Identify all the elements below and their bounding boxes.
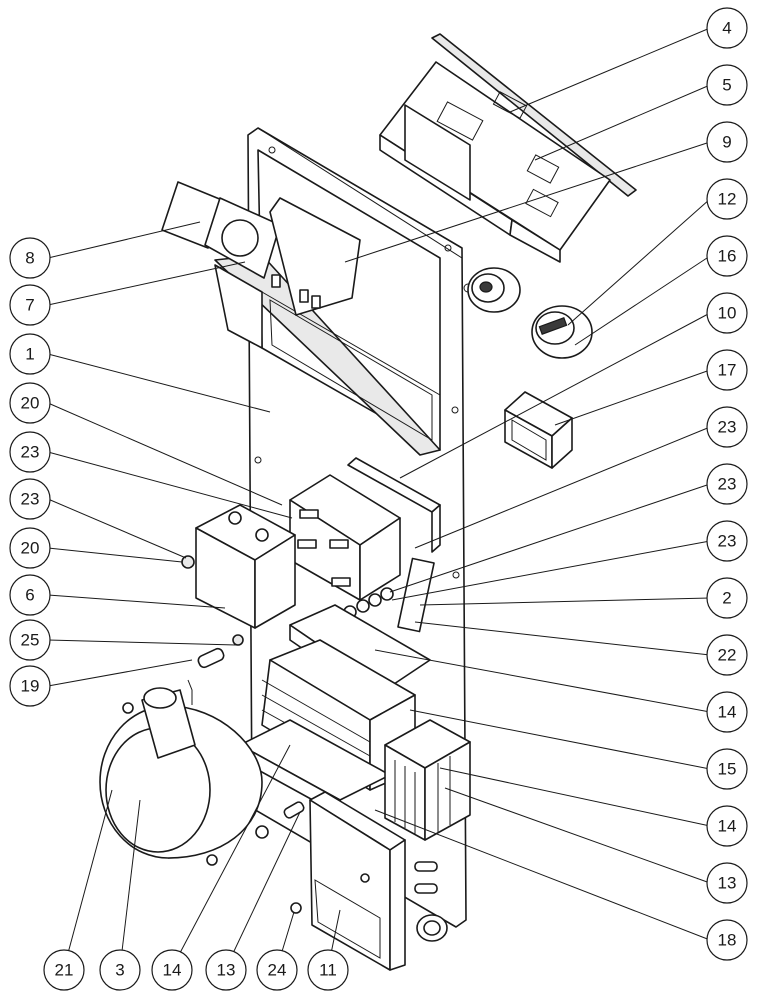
callout-label: 23: [718, 418, 737, 437]
callout: 8: [9, 237, 51, 279]
washers: [343, 557, 435, 633]
callout: 7: [9, 284, 51, 326]
callouts: 4 5 9 12 16 10 17 23: [9, 7, 748, 991]
terminal-block: [384, 719, 471, 841]
callout-label: 23: [718, 532, 737, 551]
callout: 5: [706, 64, 748, 106]
callout: 17: [706, 349, 748, 391]
callout-label: 23: [21, 443, 40, 462]
callout-label: 11: [319, 961, 337, 980]
connector-7-8: [161, 181, 361, 316]
callout: 3: [99, 949, 141, 991]
callout: 22: [706, 634, 748, 676]
callout-label: 17: [718, 361, 737, 380]
callout-label: 23: [21, 490, 40, 509]
callout-label: 23: [718, 475, 737, 494]
callout: 21: [43, 949, 85, 991]
callout-label: 13: [217, 961, 236, 980]
callout-label: 8: [25, 249, 34, 268]
fan-motor: [99, 679, 269, 866]
callout: 6: [9, 574, 51, 616]
callout: 20: [9, 527, 51, 569]
callout-label: 20: [21, 394, 40, 413]
callout-label: 5: [722, 76, 731, 95]
callout-label: 14: [163, 961, 182, 980]
lower-enclosure: [309, 791, 448, 971]
callout-label: 10: [718, 304, 737, 323]
callout-label: 16: [718, 247, 737, 266]
callout-label: 9: [722, 133, 731, 152]
callout: 24: [256, 949, 298, 991]
callout: 19: [9, 665, 51, 707]
knob-12: [531, 305, 593, 359]
callout: 10: [706, 292, 748, 334]
callout: 23: [706, 406, 748, 448]
callout-label: 14: [718, 817, 737, 836]
knob-9: [467, 267, 521, 313]
callout: 23: [706, 463, 748, 505]
callout: 14: [706, 691, 748, 733]
contactor: [289, 474, 401, 601]
callout-label: 3: [115, 961, 124, 980]
callout-label: 25: [21, 631, 40, 650]
callout-label: 21: [55, 961, 74, 980]
callout: 9: [706, 121, 748, 163]
display-module: [379, 33, 637, 263]
callout: 20: [9, 382, 51, 424]
callout-label: 7: [25, 296, 34, 315]
callout-label: 4: [722, 19, 731, 38]
callout-label: 24: [268, 961, 287, 980]
callout: 23: [9, 478, 51, 520]
callout: 16: [706, 235, 748, 277]
callout: 14: [706, 805, 748, 847]
callout-label: 2: [722, 589, 731, 608]
callout-label: 14: [718, 703, 737, 722]
callout-label: 13: [718, 874, 737, 893]
callout-label: 20: [21, 539, 40, 558]
callout: 13: [706, 862, 748, 904]
callout-label: 19: [21, 677, 40, 696]
callout-label: 22: [718, 646, 737, 665]
callout-label: 6: [25, 586, 34, 605]
callout: 4: [706, 7, 748, 49]
callout: 25: [9, 619, 51, 661]
callout: 1: [9, 333, 51, 375]
callout-label: 18: [718, 931, 737, 950]
rocker-switch: [504, 391, 573, 469]
callout: 13: [205, 949, 247, 991]
callout-label: 1: [25, 345, 34, 364]
callout-label: 12: [718, 190, 737, 209]
callout: 2: [706, 577, 748, 619]
callout: 15: [706, 748, 748, 790]
callout: 23: [706, 520, 748, 562]
callout: 23: [9, 431, 51, 473]
callout-label: 15: [718, 760, 737, 779]
small-hardware: [197, 647, 305, 914]
callout: 18: [706, 919, 748, 961]
callout: 12: [706, 178, 748, 220]
callout: 14: [151, 949, 193, 991]
coil-relay: [181, 504, 296, 646]
callout: 11: [307, 949, 349, 991]
leader-lines: [47, 27, 711, 969]
